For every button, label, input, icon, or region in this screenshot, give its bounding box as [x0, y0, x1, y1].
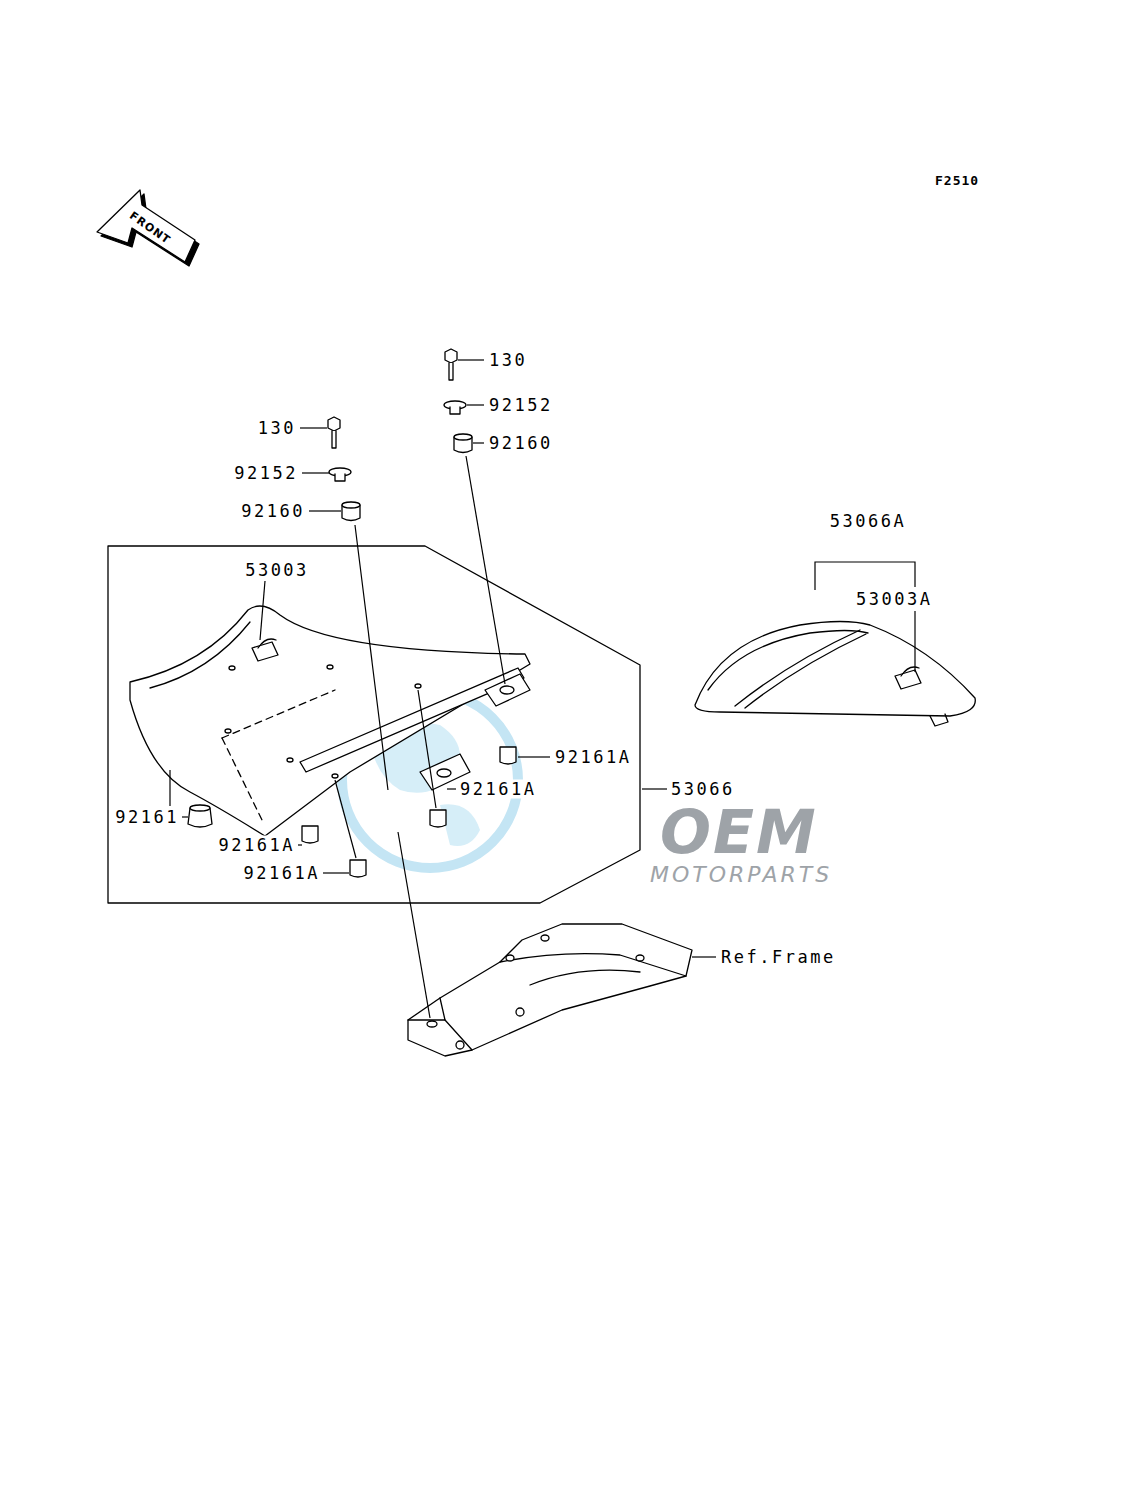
nut [188, 747, 516, 877]
watermark: MOTORPARTS [650, 864, 832, 886]
callout-number: 92160 [240, 502, 306, 521]
reference-label: Ref.Frame [720, 948, 837, 967]
callout-number: 130 [488, 351, 528, 370]
callout-number: 92161A [459, 780, 537, 799]
fastener-stack [328, 417, 360, 521]
callout-number: 53003 [244, 561, 310, 580]
rider-seat [130, 606, 530, 836]
group-frame [108, 546, 640, 903]
callout-number: 92161A [243, 864, 321, 883]
callout-number: 92161 [114, 808, 180, 827]
watermark: OEM [660, 802, 818, 862]
callout-number: 53066A [829, 512, 907, 531]
callout-number: 92161A [554, 748, 632, 767]
leader-lines [170, 360, 915, 1018]
callout-number: 92152 [488, 396, 554, 415]
pillion-seat [695, 622, 975, 727]
callout-number: 92152 [233, 464, 299, 483]
fastener-stack [444, 349, 472, 453]
seat-frame [408, 924, 692, 1056]
callout-number: 92161A [218, 836, 296, 855]
direction-label: FRONT [128, 210, 173, 246]
callout-number: 130 [257, 419, 297, 438]
figure-code: F2510 [935, 174, 979, 187]
callout-number: 92160 [488, 434, 554, 453]
callout-number: 53003A [855, 590, 933, 609]
front-arrow [97, 190, 199, 266]
callout-number: 53066 [670, 780, 736, 799]
